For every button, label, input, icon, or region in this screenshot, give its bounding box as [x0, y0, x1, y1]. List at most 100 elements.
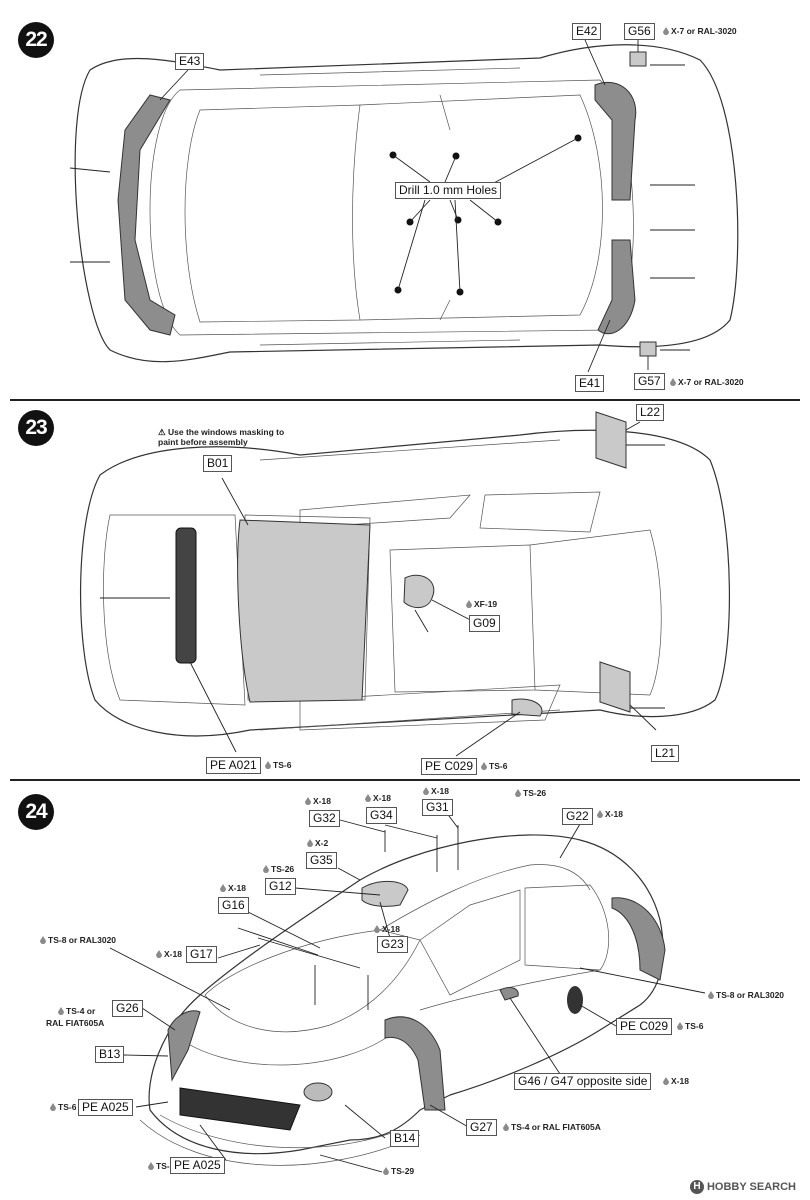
- paint-drop-icon: [677, 1022, 683, 1030]
- paint-drop-icon: [220, 884, 226, 892]
- label-leader-lines: [159, 38, 649, 373]
- step-number: 24: [18, 794, 54, 830]
- part-grille-vent: [175, 527, 197, 664]
- paint-drop-icon: [670, 378, 676, 386]
- paint-drop-icon: [374, 925, 380, 933]
- step-22-panel: 22: [0, 0, 810, 398]
- paint-pe-a025-b: TS-6: [148, 1161, 174, 1171]
- part-g27-fender: [384, 1016, 446, 1111]
- label-g22: G22: [562, 808, 593, 825]
- label-e42: E42: [572, 23, 602, 40]
- paint-drop-icon: [663, 27, 669, 35]
- label-l22: L22: [636, 404, 665, 421]
- separator: [10, 399, 800, 401]
- paint-drop-icon: [263, 865, 269, 873]
- label-pe-a025-a: PE A025: [78, 1099, 133, 1116]
- label-g56: G56: [624, 23, 655, 40]
- step-22-drawing: [69, 38, 739, 373]
- paint-drop-icon: [423, 787, 429, 795]
- paint-drop-icon: [481, 762, 487, 770]
- paint-drop-icon: [50, 1103, 56, 1111]
- paint-b14: TS-29: [383, 1166, 414, 1176]
- paint-g27: TS-4 or RAL FIAT605A: [503, 1122, 601, 1132]
- label-g26: G26: [112, 1000, 143, 1017]
- paint-g26-b: RAL FIAT605A: [46, 1018, 105, 1028]
- paint-drop-icon: [383, 1167, 389, 1175]
- paint-drop-icon: [156, 950, 162, 958]
- car-body-outline: [74, 44, 739, 363]
- separator: [10, 779, 800, 781]
- paint-g34: X-18: [365, 793, 391, 803]
- paint-drop-icon: [307, 839, 313, 847]
- label-b14: B14: [390, 1130, 420, 1147]
- paint-drop-icon: [40, 936, 46, 944]
- paint-drop-icon: [305, 797, 311, 805]
- paint-drop-icon: [466, 600, 472, 608]
- label-b01: B01: [203, 455, 233, 472]
- part-pe-c029: [511, 698, 543, 717]
- warning-icon: ⚠: [158, 427, 166, 437]
- front-grille: [179, 1087, 301, 1131]
- label-g46-g47: G46 / G47 opposite side: [514, 1073, 652, 1090]
- paint-drop-icon: [58, 1007, 64, 1015]
- paint-body-left: TS-8 or RAL3020: [40, 935, 116, 945]
- label-drill-holes: Drill 1.0 mm Holes: [395, 182, 502, 199]
- label-e43: E43: [175, 53, 205, 70]
- paint-g22: X-18: [597, 809, 623, 819]
- paint-drop-icon: [365, 794, 371, 802]
- paint-drop-icon: [597, 810, 603, 818]
- assembly-arrows: [69, 64, 695, 351]
- label-pe-a021: PE A021: [206, 757, 261, 774]
- paint-g46-g47: X-18: [663, 1076, 689, 1086]
- paint-pe-a021: TS-6: [265, 760, 291, 770]
- part-l22: [595, 411, 627, 469]
- label-g35: G35: [306, 852, 337, 869]
- label-g31: G31: [422, 799, 453, 816]
- part-g26-fender: [167, 1010, 201, 1082]
- step-23-panel: 23 ⚠ Use the windows masking to paint be…: [0, 400, 810, 778]
- paint-g32: X-18: [305, 796, 331, 806]
- assembly-arrows: [314, 840, 459, 1010]
- part-e42: [594, 82, 637, 201]
- step-number: 23: [18, 410, 54, 446]
- paint-g23: X-18: [374, 924, 400, 934]
- part-pe-c029-vent: [567, 986, 583, 1014]
- label-g23: G23: [377, 936, 408, 953]
- label-g16: G16: [218, 897, 249, 914]
- label-l21: L21: [651, 745, 680, 762]
- paint-g31: X-18: [423, 786, 449, 796]
- part-e43: [117, 94, 176, 336]
- paint-g57: X-7 or RAL-3020: [670, 377, 744, 387]
- label-g12: G12: [265, 878, 296, 895]
- part-b01: [237, 519, 371, 703]
- paint-g26-a: TS-4 or: [58, 1006, 95, 1016]
- label-g09: G09: [469, 615, 500, 632]
- step-23-drawing: [80, 411, 730, 757]
- step-24-panel: 24: [0, 780, 810, 1200]
- paint-pe-c029: TS-6: [677, 1021, 703, 1031]
- fog-light: [303, 1082, 333, 1102]
- label-g34: G34: [366, 807, 397, 824]
- paint-g56: X-7 or RAL-3020: [663, 26, 737, 36]
- masking-warning: ⚠ Use the windows masking to paint befor…: [158, 427, 285, 447]
- paint-g35: X-2: [307, 838, 328, 848]
- part-g57: [639, 341, 657, 357]
- label-pe-a025-b: PE A025: [170, 1157, 225, 1174]
- wipers: [237, 927, 361, 969]
- part-e41: [597, 239, 636, 335]
- paint-g12: TS-26: [263, 864, 294, 874]
- paint-g16: X-18: [220, 883, 246, 893]
- paint-drop-icon: [663, 1077, 669, 1085]
- part-g09: [403, 574, 435, 608]
- label-g57: G57: [634, 373, 665, 390]
- label-e41: E41: [575, 375, 605, 392]
- drill-leader-lines: [392, 137, 579, 293]
- hobby-search-logo-icon: H: [689, 1180, 704, 1194]
- paint-drop-icon: [503, 1123, 509, 1131]
- drill-holes: [389, 134, 582, 296]
- part-l21: [599, 661, 631, 713]
- paint-drop-icon: [515, 789, 521, 797]
- label-pe-c029: PE C029: [616, 1018, 673, 1035]
- part-g12-scoop: [361, 881, 409, 907]
- car-body-outline: [148, 834, 664, 1155]
